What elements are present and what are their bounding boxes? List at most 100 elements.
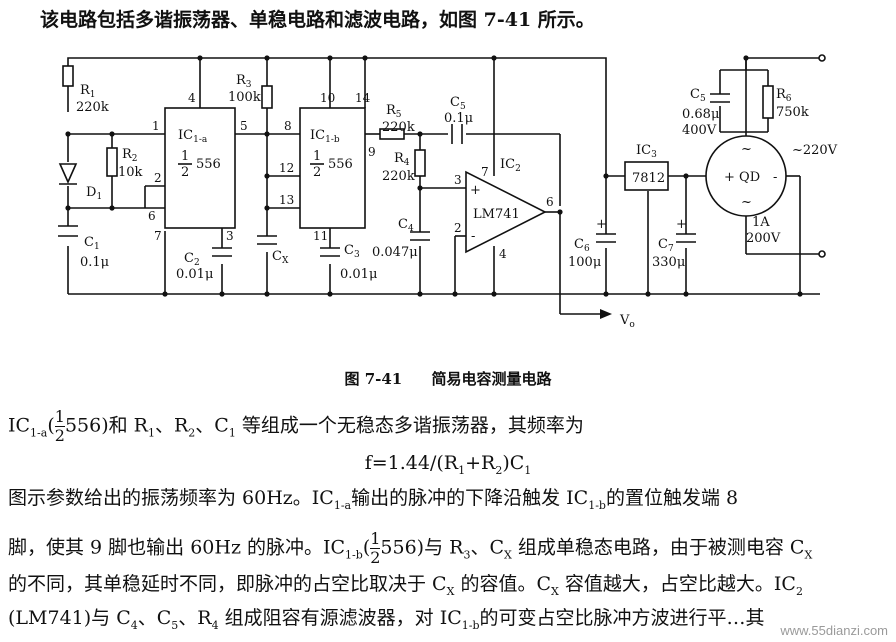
svg-text:220k: 220k xyxy=(382,120,415,135)
svg-text:9: 9 xyxy=(368,145,376,159)
body-paragraph-5: (LM741)与 C4、C5、R4 组成阻容有源滤波器，对 IC1-b的可变占空… xyxy=(8,607,765,632)
svg-text:~: ~ xyxy=(741,195,752,210)
svg-text:+: + xyxy=(596,217,607,232)
svg-text:5: 5 xyxy=(240,119,248,133)
svg-text:220k: 220k xyxy=(382,169,415,184)
figure-title: 简易电容测量电路 xyxy=(431,370,552,388)
svg-text:D1: D1 xyxy=(86,185,102,202)
svg-text:Vo: Vo xyxy=(619,313,635,330)
svg-text:-: - xyxy=(471,229,475,244)
svg-text:6: 6 xyxy=(546,195,554,209)
svg-text:R3: R3 xyxy=(236,73,252,90)
junctions xyxy=(65,55,803,297)
svg-text:556: 556 xyxy=(328,157,353,172)
r6-resistor xyxy=(762,85,774,119)
svg-text:10: 10 xyxy=(320,91,335,105)
svg-text:LM741: LM741 xyxy=(473,207,520,222)
wires xyxy=(67,57,820,319)
svg-text:1A: 1A xyxy=(752,215,770,230)
svg-text:2: 2 xyxy=(313,165,321,180)
svg-text:100k: 100k xyxy=(228,90,261,105)
svg-text:C6: C6 xyxy=(574,237,590,254)
pin-numbers: 1 4 5 2 6 7 3 8 10 14 9 12 13 11 3 2 7 6… xyxy=(148,91,554,261)
svg-text:8: 8 xyxy=(284,119,292,133)
svg-text:220k: 220k xyxy=(76,100,109,115)
svg-text:400V: 400V xyxy=(682,123,717,138)
r5-resistor xyxy=(379,128,405,140)
qd-bridge xyxy=(705,135,787,217)
svg-text:7812: 7812 xyxy=(632,171,665,186)
svg-text:+: + xyxy=(470,183,481,198)
svg-text:2: 2 xyxy=(454,221,462,235)
svg-text:C3: C3 xyxy=(344,243,360,260)
svg-text:C1: C1 xyxy=(84,235,100,252)
ic2-opamp xyxy=(465,170,547,254)
circuit-schematic: R1 220k R2 10k D1 C1 0.1μ R3 100k C2 0.0… xyxy=(58,54,838,330)
svg-text:R2: R2 xyxy=(122,147,138,164)
svg-text:IC3: IC3 xyxy=(636,143,657,160)
figure-number: 图 7-41 xyxy=(344,370,403,388)
ic3-regulator xyxy=(624,161,669,191)
svg-text:330μ: 330μ xyxy=(652,255,685,270)
svg-text:200V: 200V xyxy=(746,231,781,246)
capacitor-plates xyxy=(58,93,730,257)
svg-text:IC1-a: IC1-a xyxy=(178,128,208,145)
svg-text:~: ~ xyxy=(741,142,752,157)
d1-diode xyxy=(58,163,78,185)
svg-text:C5: C5 xyxy=(450,95,466,112)
svg-text:R6: R6 xyxy=(776,87,792,104)
svg-text:0.01μ: 0.01μ xyxy=(176,267,213,282)
r1-resistor xyxy=(62,65,74,87)
svg-text:0.01μ: 0.01μ xyxy=(340,267,377,282)
svg-text:2: 2 xyxy=(154,171,162,185)
svg-text:0.1μ: 0.1μ xyxy=(444,111,473,126)
svg-text:C2: C2 xyxy=(184,251,200,268)
svg-text:C4: C4 xyxy=(398,217,414,234)
svg-text:C7: C7 xyxy=(658,237,674,254)
svg-text:2: 2 xyxy=(181,165,189,180)
svg-text:6: 6 xyxy=(148,209,156,223)
svg-text:12: 12 xyxy=(279,161,294,175)
svg-text:-: - xyxy=(773,170,777,185)
svg-text:1: 1 xyxy=(181,149,189,164)
svg-text:4: 4 xyxy=(499,247,507,261)
svg-text:R4: R4 xyxy=(394,151,410,168)
intro-text: 该电路包括多谐振荡器、单稳电路和滤波电路，如图 7-41 所示。 xyxy=(40,9,595,31)
svg-text:1: 1 xyxy=(152,119,160,133)
r2-resistor xyxy=(106,147,118,177)
svg-text:11: 11 xyxy=(313,229,328,243)
svg-text:7: 7 xyxy=(481,165,489,179)
ic1a-box xyxy=(164,107,236,229)
svg-text:13: 13 xyxy=(279,193,294,207)
ic1b-box xyxy=(299,107,366,229)
svg-text:4: 4 xyxy=(188,91,196,105)
svg-text:3: 3 xyxy=(226,229,234,243)
r4-resistor xyxy=(414,149,426,177)
svg-text:10k: 10k xyxy=(118,165,143,180)
body-paragraph-2: 图示参数给出的振荡频率为 60Hz。IC1-a输出的脉冲的下降沿触发 IC1-b… xyxy=(8,487,739,512)
svg-text:C5: C5 xyxy=(690,87,706,104)
svg-text:IC2: IC2 xyxy=(500,157,521,174)
svg-text:7: 7 xyxy=(154,229,162,243)
terminals xyxy=(818,54,826,258)
svg-text:750k: 750k xyxy=(776,105,809,120)
svg-text:IC1-b: IC1-b xyxy=(310,128,340,145)
svg-text:CX: CX xyxy=(272,249,289,266)
body-paragraph-4: 的不同，其单稳延时不同，即脉冲的占空比取决于 CX 的容值。CX 容值越大，占空… xyxy=(8,573,803,598)
svg-text:~220V: ~220V xyxy=(792,143,838,158)
svg-text:0.68μ: 0.68μ xyxy=(682,107,719,122)
svg-text:+: + xyxy=(676,217,687,232)
svg-text:R1: R1 xyxy=(80,83,96,100)
svg-text:R5: R5 xyxy=(386,103,402,120)
svg-text:1: 1 xyxy=(313,149,321,164)
svg-text:556: 556 xyxy=(196,157,221,172)
watermark: www.55dianzi.com xyxy=(780,623,888,638)
svg-text:14: 14 xyxy=(355,91,371,105)
svg-text:0.1μ: 0.1μ xyxy=(80,255,109,270)
svg-text:3: 3 xyxy=(454,173,462,187)
svg-text:+ QD: + QD xyxy=(724,170,760,185)
figure-caption: 图 7-41 简易电容测量电路 xyxy=(0,368,896,389)
component-labels: R1 220k R2 10k D1 C1 0.1μ R3 100k C2 0.0… xyxy=(76,73,838,330)
